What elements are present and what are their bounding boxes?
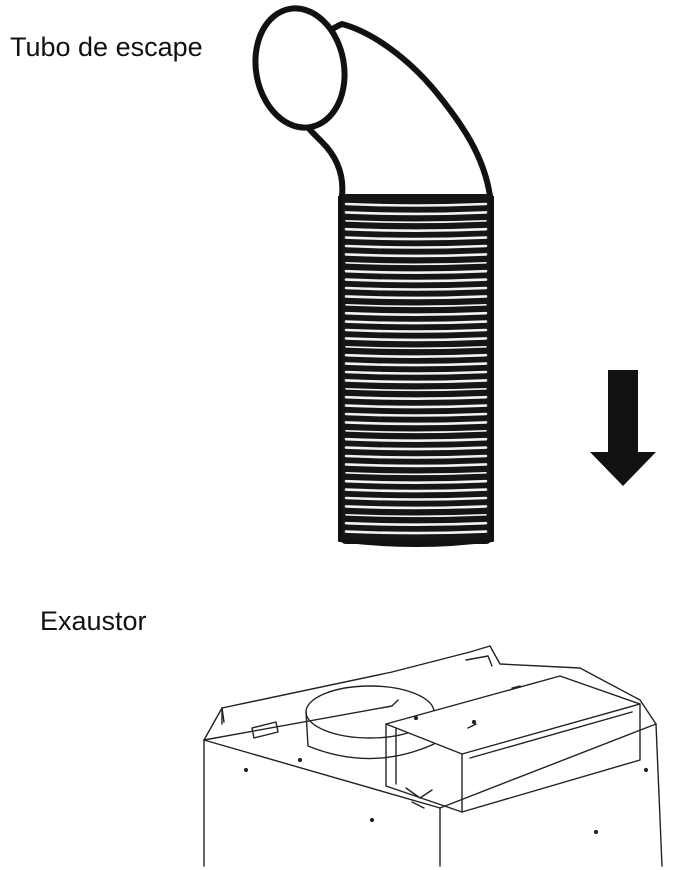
hose-rib	[344, 370, 488, 375]
hose-rib	[344, 269, 488, 274]
hose-rib	[344, 311, 488, 316]
hose-rib	[345, 304, 487, 308]
hose-rib	[344, 286, 488, 291]
hose-rib	[344, 421, 488, 426]
hose-rib	[344, 479, 488, 484]
hose-rib	[345, 262, 487, 266]
hose-rib	[344, 521, 488, 526]
hose-rib	[344, 353, 488, 358]
hose-rib	[344, 278, 488, 283]
exhaust-tube-elbow	[252, 5, 493, 199]
range-hood-drawing	[203, 645, 663, 867]
hose-rib	[344, 437, 488, 442]
hose-rib	[344, 530, 488, 535]
hose-rib	[344, 488, 488, 493]
exhaust-tube-label: Tubo de escape	[10, 32, 203, 62]
hose-rib	[344, 320, 488, 325]
hose-rib	[344, 454, 488, 459]
hose-rib	[345, 514, 487, 518]
down-arrow-icon	[590, 370, 656, 486]
hose-rib	[345, 388, 487, 392]
hose-rib	[345, 472, 487, 476]
hose-rib	[344, 362, 488, 367]
hose-rib	[344, 211, 488, 216]
hose-rib	[344, 404, 488, 409]
hose-rib	[344, 337, 488, 342]
hose-rib	[344, 227, 488, 232]
hose-rib	[345, 430, 487, 434]
hose-rib	[344, 253, 488, 258]
hose-rib	[344, 395, 488, 400]
hose-rib	[344, 505, 488, 510]
hose-rib	[344, 463, 488, 468]
hose-rib	[344, 236, 488, 241]
hose-rib	[344, 412, 488, 417]
hose-rib	[345, 220, 487, 224]
hose-rib	[344, 496, 488, 501]
hose-rib	[344, 295, 488, 300]
hood-label: Exaustor	[40, 606, 147, 636]
hose-rib	[344, 244, 488, 249]
exhaust-tube-hose	[338, 194, 494, 547]
hose-rib	[344, 379, 488, 384]
hose-rib	[344, 446, 488, 451]
hose-rib	[345, 346, 487, 350]
hose-rib	[344, 202, 488, 207]
hose-rib	[344, 328, 488, 333]
